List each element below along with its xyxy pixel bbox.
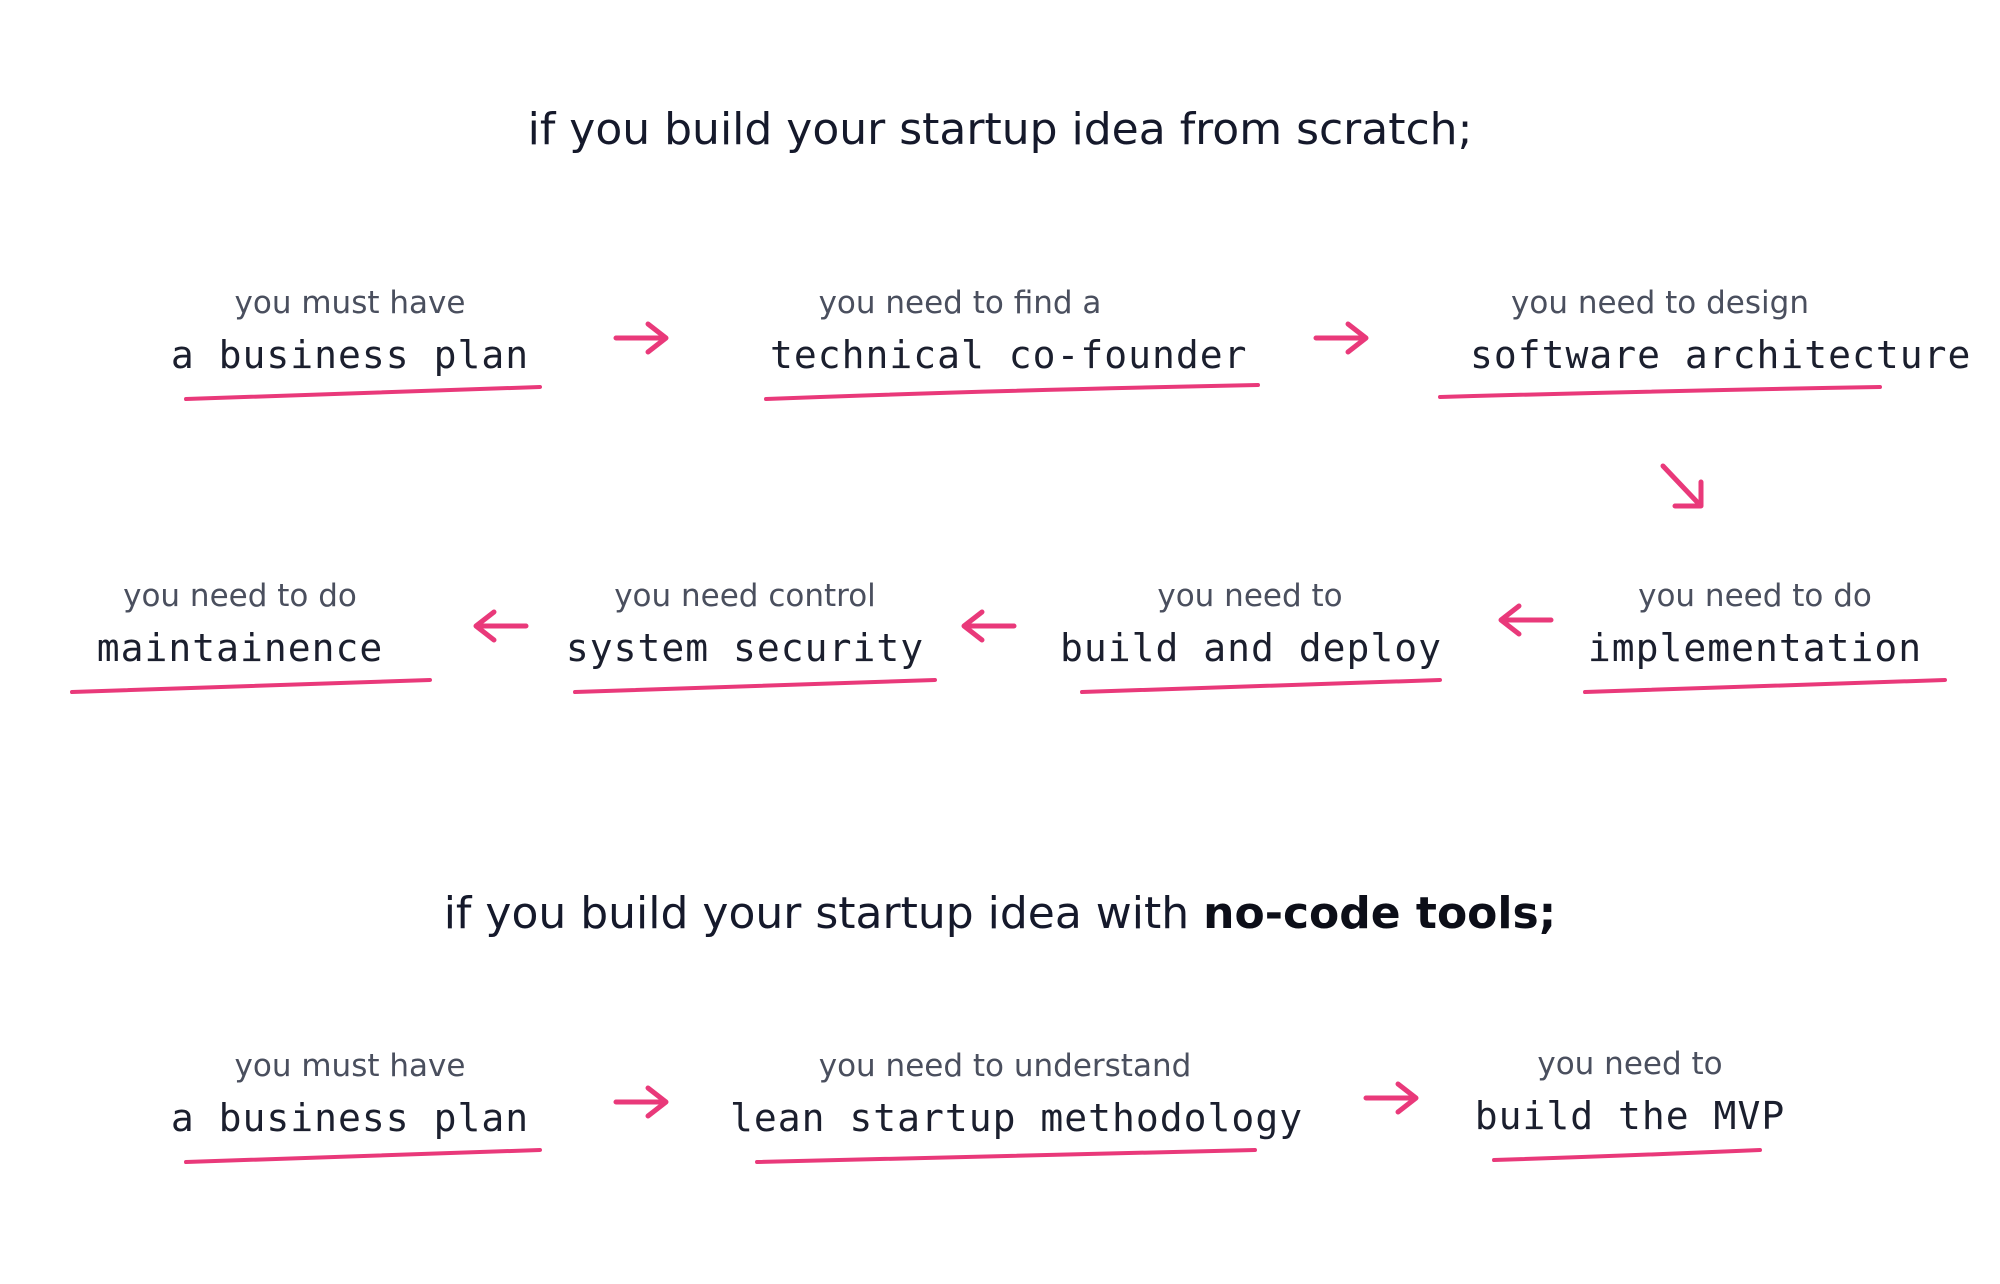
step-lean-startup-methodology: you need to understand lean startup meth… — [730, 1048, 1302, 1178]
underline-stroke — [764, 383, 1260, 401]
step-value: lean startup methodology — [730, 1096, 1304, 1140]
step-system-security: you need control system security — [555, 578, 937, 708]
step-caption: you need to — [1537, 1046, 1723, 1082]
step-value: implementation — [1587, 626, 1923, 670]
step-maintainence: you need to do maintainence — [50, 578, 432, 708]
step-caption: you need to design — [1511, 285, 1809, 321]
heading-prefix: if you build your startup idea with — [443, 888, 1204, 939]
step-value: technical co-founder — [770, 333, 1248, 377]
heading-from-scratch: if you build your startup idea from scra… — [527, 104, 1473, 155]
step-technical-cofounder: you need to find a technical co-founder — [764, 285, 1260, 415]
arrow-right-icon — [1363, 1081, 1419, 1115]
arrow-left-icon — [1498, 603, 1554, 637]
heading-strong: no-code tools; — [1203, 888, 1557, 939]
step-value: software architecture — [1470, 333, 1972, 377]
underline-stroke — [184, 385, 542, 401]
step-business-plan: you must have a business plan — [160, 285, 542, 415]
step-nocode-business-plan: you must have a business plan — [160, 1048, 542, 1178]
step-build-and-deploy: you need to build and deploy — [1060, 578, 1443, 708]
step-value: build and deploy — [1060, 626, 1443, 670]
underline-stroke — [1080, 678, 1442, 694]
arrow-right-icon — [1313, 321, 1369, 355]
arrow-left-icon — [961, 609, 1017, 643]
step-value: maintainence — [96, 626, 384, 670]
step-caption: you must have — [234, 1048, 466, 1084]
arrow-left-icon — [473, 609, 529, 643]
underline-stroke — [1438, 385, 1882, 399]
step-value: system security — [565, 626, 925, 670]
underline-stroke — [70, 678, 432, 694]
step-caption: you need to — [1157, 578, 1343, 614]
step-implementation: you need to do implementation — [1565, 578, 1947, 708]
underline-stroke — [184, 1148, 542, 1164]
step-caption: you need to do — [123, 578, 357, 614]
arrow-down-right-icon — [1660, 463, 1704, 509]
step-value: a business plan — [170, 333, 530, 377]
underline-stroke — [755, 1148, 1257, 1164]
step-software-architecture: you need to design software architecture — [1438, 285, 1972, 415]
arrow-right-icon — [613, 1085, 669, 1119]
step-value: a business plan — [170, 1096, 530, 1140]
step-caption: you must have — [234, 285, 466, 321]
step-build-the-mvp: you need to build the MVP — [1440, 1046, 1820, 1176]
step-caption: you need to find a — [818, 285, 1102, 321]
step-value: build the MVP — [1474, 1094, 1786, 1138]
step-caption: you need to do — [1638, 578, 1872, 614]
underline-stroke — [1583, 678, 1947, 694]
step-caption: you need control — [614, 578, 876, 614]
step-caption: you need to understand — [818, 1048, 1192, 1084]
underline-stroke — [1492, 1148, 1762, 1162]
arrow-right-icon — [613, 321, 669, 355]
underline-stroke — [573, 678, 937, 694]
heading-no-code: if you build your startup idea with no-c… — [0, 888, 2000, 939]
